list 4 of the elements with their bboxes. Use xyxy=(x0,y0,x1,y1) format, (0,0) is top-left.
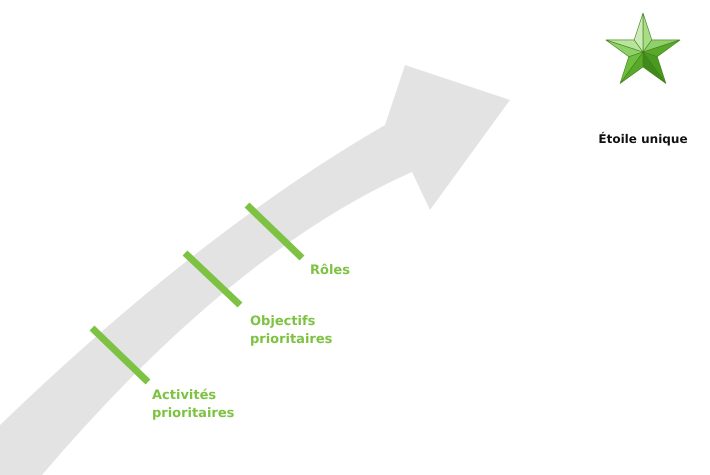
milestone-label: Objectifs prioritaires xyxy=(250,313,334,348)
milestone-label: Rôles xyxy=(310,262,351,280)
star-caption: Étoile unique xyxy=(598,132,688,146)
milestone-label: Activités prioritaires xyxy=(152,387,236,422)
